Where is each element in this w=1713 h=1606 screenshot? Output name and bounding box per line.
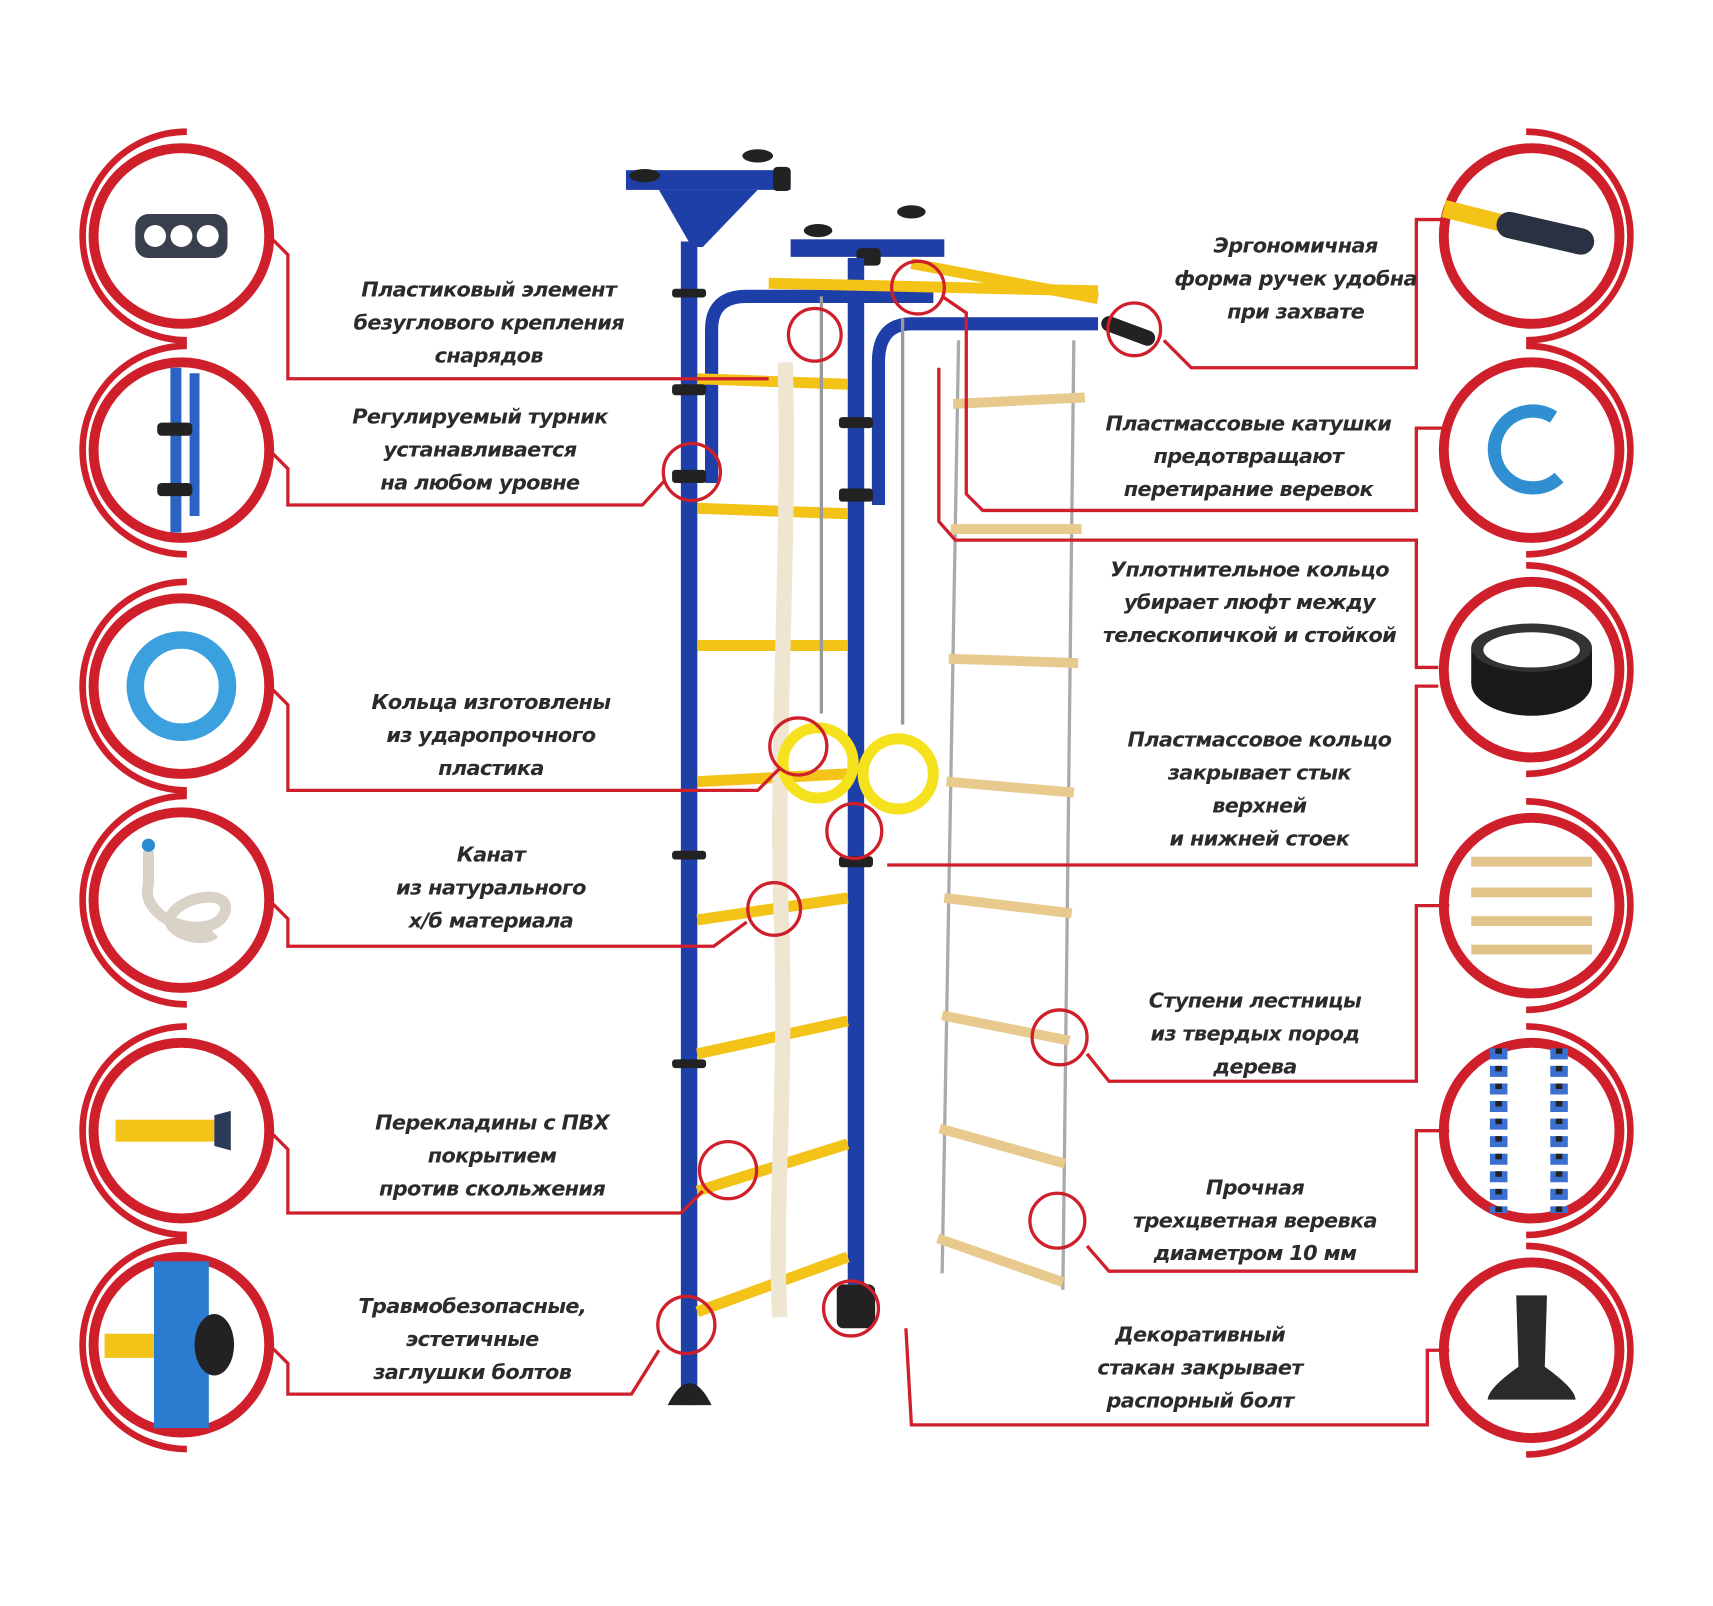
detail-circle <box>79 128 275 344</box>
tricolor-rope-icon <box>1489 1048 1568 1214</box>
blue-ring-icon <box>126 631 237 741</box>
ceiling-mount-left <box>625 149 791 247</box>
rung-end-icon <box>115 1110 231 1151</box>
pullup-bar-clamp-icon <box>157 367 200 533</box>
sealing-ring-icon <box>1471 623 1592 716</box>
left-pole <box>680 241 698 1406</box>
detail-circle <box>79 792 275 1008</box>
rope-ladder <box>936 340 1086 1290</box>
gymnastic-ring-left <box>777 722 859 804</box>
rope-icon <box>141 838 231 943</box>
handle-grip-icon <box>1441 200 1595 255</box>
decorative-cup-icon <box>1487 1295 1576 1400</box>
detail-circle <box>1438 1023 1634 1239</box>
bracket-plate-icon <box>135 214 228 258</box>
plastic-coil-icon <box>1487 404 1564 495</box>
detail-circle <box>1438 128 1634 344</box>
left-detail-circles <box>79 128 275 1453</box>
climbing-rope <box>770 362 794 1318</box>
ladder-steps-icon <box>1471 856 1592 955</box>
detail-circle <box>1438 798 1634 1014</box>
wall-bars-frame <box>625 149 1156 1406</box>
gymnastic-ring-right <box>857 733 939 815</box>
detail-circle <box>79 1023 275 1239</box>
yellow-rungs <box>695 373 850 1317</box>
detail-circle <box>79 1237 275 1453</box>
right-detail-circles <box>1438 128 1634 1458</box>
bolt-cap-icon <box>104 1261 235 1429</box>
callout-lines <box>268 217 1450 1427</box>
detail-circle <box>1438 562 1634 778</box>
ceiling-mount-right <box>790 205 945 266</box>
detail-circle <box>79 578 275 794</box>
detail-circle <box>1438 342 1634 558</box>
pole-clamps <box>667 288 876 1406</box>
detail-circle <box>1438 1242 1634 1458</box>
detail-circle <box>79 342 275 558</box>
